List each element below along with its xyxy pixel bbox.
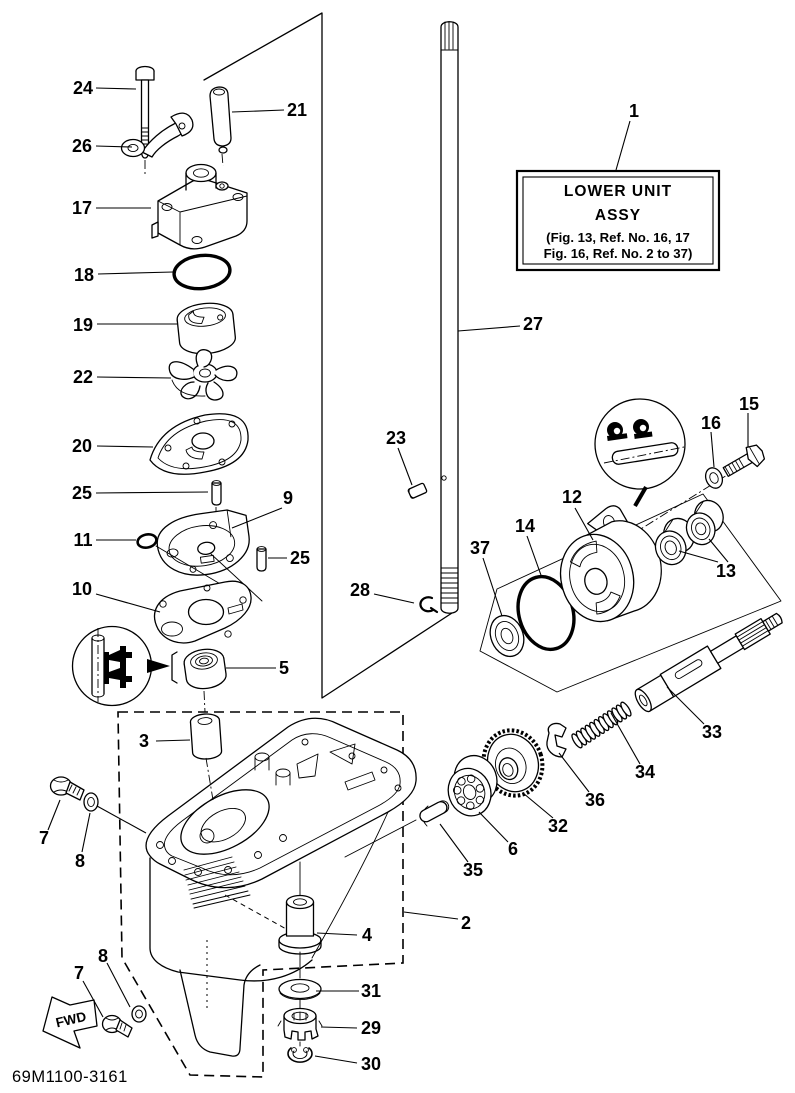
- callout-15: 15: [739, 394, 759, 414]
- callout-13: 13: [716, 561, 736, 581]
- dowel-pin-25b: [256, 546, 267, 572]
- lower-casing: [145, 717, 429, 1057]
- callout-8-b: 8: [98, 946, 108, 966]
- callout-7-b: 7: [74, 963, 84, 983]
- bolt-7a: [49, 776, 85, 801]
- bushing-4: [278, 894, 322, 955]
- washer-8b: [131, 1005, 147, 1023]
- callout-25-a: 25: [72, 483, 92, 503]
- bearing-13b: [685, 499, 724, 546]
- sleeve-3: [189, 713, 223, 760]
- oil-seal-37: [489, 614, 525, 658]
- callout-18: 18: [74, 265, 94, 285]
- callout-28: 28: [350, 580, 370, 600]
- callout-16: 16: [701, 413, 721, 433]
- plate-cutouts: [254, 743, 376, 791]
- outer-plate-20: [149, 413, 249, 475]
- callout-8-a: 8: [75, 851, 85, 871]
- bearing-5: [183, 648, 227, 690]
- callout-7-a: 7: [39, 828, 49, 848]
- callout-34: 34: [635, 762, 655, 782]
- callout-22: 22: [73, 367, 93, 387]
- callout-29: 29: [361, 1018, 381, 1038]
- callout-layer: 1234567788910111213141516171819202122232…: [39, 78, 759, 1074]
- pin-35: [419, 800, 450, 823]
- magnify-pointer-icon: [633, 485, 648, 508]
- bolt-7b: [101, 1014, 133, 1038]
- pump-housing-17: [151, 163, 248, 250]
- callout-12: 12: [562, 487, 582, 507]
- washer-31: [278, 978, 322, 1001]
- bolt-24: [135, 65, 155, 174]
- neck-ribs: [183, 856, 251, 909]
- clip-30: [287, 1047, 313, 1063]
- pin-23: [407, 482, 428, 499]
- callout-35: 35: [463, 860, 483, 880]
- callout-25-b: 25: [290, 548, 310, 568]
- assembly-label-box: LOWER UNIT ASSY (Fig. 13, Ref. No. 16, 1…: [515, 169, 721, 272]
- bearing-6: [447, 754, 498, 817]
- propeller-shaft-33: [634, 612, 783, 713]
- callout-17: 17: [72, 198, 92, 218]
- leader-lines: [47, 87, 749, 1064]
- o-ring-11: [136, 533, 158, 549]
- callout-10: 10: [72, 579, 92, 599]
- callout-31: 31: [361, 981, 381, 1001]
- castle-nut-29: [277, 1007, 323, 1041]
- o-ring-18: [172, 253, 232, 291]
- callout-36: 36: [585, 790, 605, 810]
- callout-20: 20: [72, 436, 92, 456]
- assembly-ref-line1: (Fig. 13, Ref. No. 16, 17: [546, 230, 690, 245]
- callout-33: 33: [702, 722, 722, 742]
- magnify-pointer-icon: [147, 659, 170, 673]
- drive-shaft-27: [440, 21, 459, 614]
- callout-14: 14: [515, 516, 535, 536]
- callout-9: 9: [283, 488, 293, 508]
- link-joint-26: [120, 112, 194, 158]
- insert-cup-19: [176, 302, 236, 355]
- impeller-22: [168, 349, 238, 401]
- callout-32: 32: [548, 816, 568, 836]
- washer-8a: [83, 792, 99, 812]
- callout-5: 5: [279, 658, 289, 678]
- detail-circle-clip: [594, 398, 686, 508]
- assembly-ref-line2: Fig. 16, Ref. No. 2 to 37): [544, 246, 693, 261]
- callout-19: 19: [73, 315, 93, 335]
- pump-base-9: [156, 509, 250, 576]
- callout-2: 2: [461, 913, 471, 933]
- callout-1: 1: [629, 101, 639, 121]
- bolt-15: [722, 444, 766, 477]
- bearing-housing-12: [559, 505, 662, 623]
- callout-27: 27: [523, 314, 543, 334]
- callout-6: 6: [508, 839, 518, 859]
- callout-11: 11: [73, 530, 92, 550]
- callout-26: 26: [72, 136, 92, 156]
- callout-24: 24: [73, 78, 93, 98]
- callout-4: 4: [362, 925, 372, 945]
- group-sheet-waterpump: [203, 12, 453, 699]
- callout-37: 37: [470, 538, 490, 558]
- callout-21: 21: [287, 100, 307, 120]
- washer-16: [704, 467, 724, 489]
- callout-30: 30: [361, 1054, 381, 1074]
- callout-3: 3: [139, 731, 149, 751]
- callout-23: 23: [386, 428, 406, 448]
- detail-circle-anchor-pin: [71, 625, 178, 707]
- tube-21: [209, 86, 232, 167]
- assembly-title-line1: LOWER UNIT: [564, 183, 672, 200]
- flange-holes: [156, 738, 402, 876]
- fwd-label: FWD: [54, 1009, 88, 1031]
- pinion-gear-32: [481, 728, 545, 798]
- fwd-direction-arrow: FWD: [42, 996, 98, 1049]
- gasket-10: [153, 580, 252, 644]
- clip-36: [546, 722, 567, 758]
- drawing-number: 69M1100-3161: [12, 1068, 128, 1086]
- skeg: [179, 964, 261, 1057]
- assembly-title-line2: ASSY: [595, 207, 641, 224]
- circlip-28: [419, 596, 439, 614]
- dowel-pin-25a: [211, 480, 222, 520]
- spring-34: [571, 701, 632, 749]
